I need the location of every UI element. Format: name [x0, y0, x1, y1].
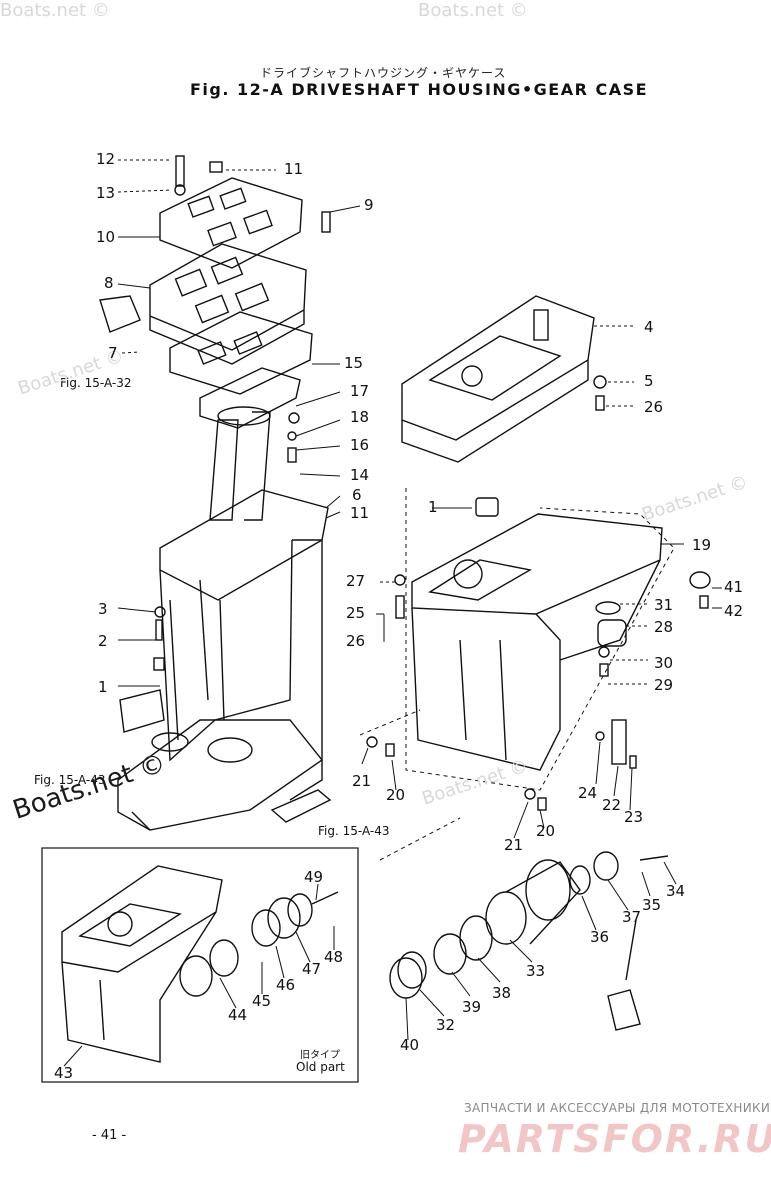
part-number-13: 13 — [96, 184, 116, 202]
part-number-22: 22 — [602, 796, 622, 814]
part-number-28: 28 — [654, 618, 674, 636]
part-number-43: 43 — [54, 1064, 74, 1082]
cover-4 — [401, 295, 595, 463]
ref-fig-15a32: Fig. 15-A-32 — [60, 376, 132, 390]
part-number-20: 20 — [386, 786, 406, 804]
part-number-19: 19 — [692, 536, 712, 554]
part-number-3: 3 — [98, 600, 108, 618]
part-number-7: 7 — [108, 344, 118, 362]
ref-fig-15a-left: Fig. 15-A-43 — [34, 773, 106, 787]
part-number-26b: 26 — [346, 632, 366, 650]
part-number-16: 16 — [350, 436, 370, 454]
part-number-1: 1 — [98, 678, 108, 696]
page-title: Fig. 12-A DRIVESHAFT HOUSING•GEAR CASE — [190, 80, 649, 99]
gear-case-19 — [411, 513, 663, 771]
part-number-11b: 11 — [350, 504, 370, 522]
part-number-34: 34 — [666, 882, 686, 900]
page-number: - 41 - — [92, 1128, 127, 1143]
inset-frame — [41, 847, 359, 1083]
part-number-11: 11 — [284, 160, 304, 178]
part-number-21b: 21 — [504, 836, 524, 854]
part-number-47: 47 — [302, 960, 322, 978]
part-number-30: 30 — [654, 654, 674, 672]
part-number-21: 21 — [352, 772, 372, 790]
part-number-24: 24 — [578, 784, 598, 802]
subtitle-japanese: ドライブシャフトハウジング・ギヤケース — [260, 66, 507, 80]
footer-tagline: ЗАПЧАСТИ И АКСЕССУАРЫ ДЛЯ МОТОТЕХНИКИ — [464, 1101, 771, 1115]
part-number-27: 27 — [346, 572, 366, 590]
watermark: Boats.net © — [0, 0, 110, 21]
part-number-44: 44 — [228, 1006, 248, 1024]
part-number-8: 8 — [104, 274, 114, 292]
inset-jp-label: 旧タイプ — [300, 1050, 340, 1061]
small-hardware — [99, 155, 711, 1031]
plate-lower — [199, 367, 301, 429]
part-number-38: 38 — [492, 984, 512, 1002]
inset-gear-case-43 — [61, 865, 223, 1063]
part-number-42: 42 — [724, 602, 744, 620]
part-number-4: 4 — [644, 318, 654, 336]
part-number-35: 35 — [642, 896, 662, 914]
part-number-18: 18 — [350, 408, 370, 426]
part-number-37: 37 — [622, 908, 642, 926]
ref-fig-15a43: Fig. 15-A-43 — [318, 824, 390, 838]
part-number-2: 2 — [98, 632, 108, 650]
inset-parts — [179, 891, 339, 997]
part-number-40: 40 — [400, 1036, 420, 1054]
part-number-10: 10 — [96, 228, 116, 246]
part-number-9: 9 — [364, 196, 374, 214]
part-number-32: 32 — [436, 1016, 456, 1034]
part-number-12: 12 — [96, 150, 116, 168]
leader-lines — [63, 159, 722, 1067]
part-number-33: 33 — [526, 962, 546, 980]
part-number-36: 36 — [590, 928, 610, 946]
part-number-15: 15 — [344, 354, 364, 372]
part-number-6: 6 — [352, 486, 362, 504]
part-number-29: 29 — [654, 676, 674, 694]
part-number-46: 46 — [276, 976, 296, 994]
gasket-plate-10 — [159, 177, 303, 269]
part-number-5: 5 — [644, 372, 654, 390]
gasket-15 — [169, 311, 313, 395]
part-number-41: 41 — [724, 578, 744, 596]
part-number-23: 23 — [624, 808, 644, 826]
watermark: Boats.net © — [418, 0, 528, 21]
part-number-25: 25 — [346, 604, 366, 622]
part-number-26: 26 — [644, 398, 664, 416]
part-number-49: 49 — [304, 868, 324, 886]
part-number-45: 45 — [252, 992, 272, 1010]
exhaust-tube-14 — [209, 406, 271, 521]
part-number-39: 39 — [462, 998, 482, 1016]
driveshaft-housing-1 — [117, 489, 329, 831]
part-number-17: 17 — [350, 382, 370, 400]
part-number-31: 31 — [654, 596, 674, 614]
exhaust-plate-8 — [149, 243, 307, 365]
inset-old-part-label: Old part — [296, 1060, 345, 1074]
footer-brand-logo: PARTSFOR.RU — [458, 1117, 771, 1161]
part-number-1b: 1 — [428, 498, 438, 516]
bearing-stack — [389, 851, 669, 999]
part-number-20b: 20 — [536, 822, 556, 840]
part-number-14: 14 — [350, 466, 370, 484]
part-number-48: 48 — [324, 948, 344, 966]
